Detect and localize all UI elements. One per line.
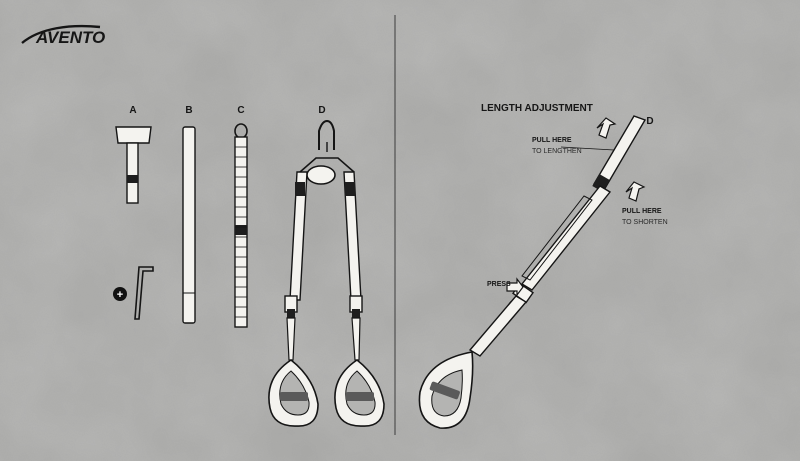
press-label: PRESS [487, 281, 511, 288]
adjustment-part-label: D [646, 116, 653, 127]
anchor-loop-strap-illustration [234, 123, 248, 328]
shorten-label: PULL HERE [622, 208, 662, 215]
logo-text: AVENTO [35, 28, 105, 47]
hex-key-icon [134, 266, 154, 320]
adjustment-strap-illustration [418, 115, 647, 429]
part-label-b: B [185, 105, 192, 116]
brand-logo: AVENTO [21, 24, 105, 47]
pull-shorten-arrow-icon [625, 181, 646, 202]
part-label-a: A [129, 105, 136, 116]
suspension-trainer-illustration [268, 119, 385, 427]
anchor-loop-dividers [235, 146, 247, 318]
adjustment-title: LENGTH ADJUSTMENT [481, 103, 593, 114]
lengthen-sublabel: TO LENGTHEN [532, 148, 582, 155]
plus-icon [113, 287, 127, 301]
plus-symbol: + [117, 289, 123, 301]
shorten-sublabel: TO SHORTEN [622, 219, 668, 226]
part-label-d: D [318, 105, 325, 116]
lengthen-label: PULL HERE [532, 137, 572, 144]
press-arrow-icon [506, 277, 524, 297]
lengthen-leader-line [560, 146, 615, 151]
extension-strap-illustration [182, 126, 196, 324]
pull-lengthen-arrow-icon [596, 117, 617, 139]
logo-swoosh [21, 24, 101, 44]
door-anchor-illustration [115, 126, 152, 204]
hex-key-illustration: + [113, 266, 154, 320]
part-label-c: C [237, 105, 244, 116]
